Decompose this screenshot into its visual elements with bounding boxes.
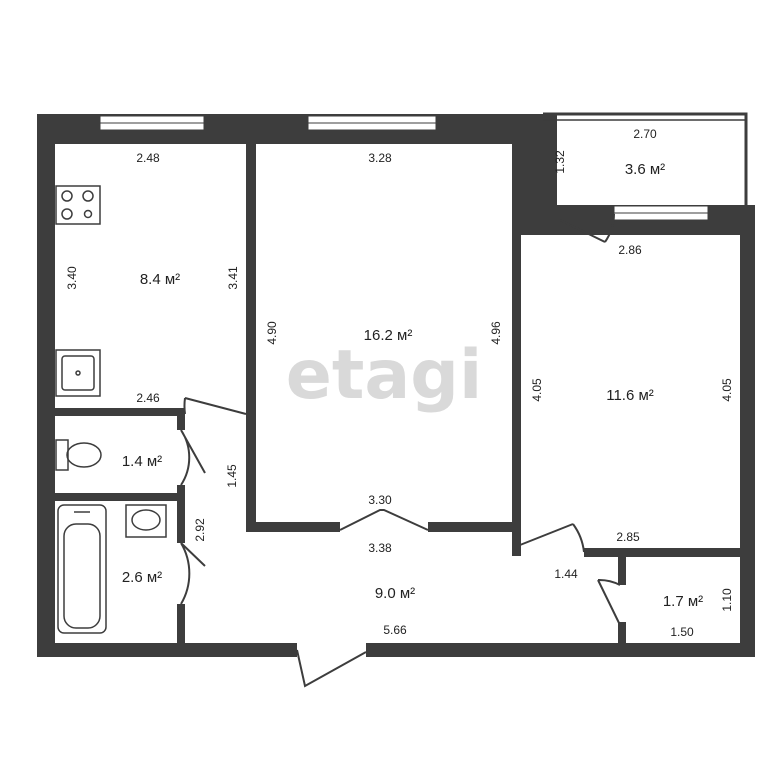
wall-living-left (246, 414, 256, 531)
closet-dim-bottom: 1.50 (670, 625, 694, 639)
kitchen-dim-bottom: 2.46 (136, 391, 160, 405)
fixtures (55, 185, 167, 634)
closet-dim-side: 1.10 (720, 588, 734, 612)
toilet-area: 1.4 м² (122, 453, 162, 470)
washbasin-icon (125, 504, 167, 538)
balcony-dim-side: 1.32 (553, 150, 567, 174)
wall-closet-left (618, 557, 626, 585)
living-area: 16.2 м² (364, 327, 413, 344)
living-dim-top: 3.28 (368, 151, 392, 165)
outer-wall-left (37, 114, 55, 657)
wall-living-bottom-right (428, 522, 520, 532)
bathtub-icon (57, 504, 107, 634)
wall-closet-left-2 (618, 622, 626, 646)
wall-bath-right (177, 604, 185, 650)
watermark: etagi (286, 336, 483, 415)
hallway-area: 9.0 м² (375, 585, 415, 602)
kitchen-dim-right: 3.41 (226, 266, 240, 290)
wall-toilet-bottom (55, 493, 185, 501)
balcony-door (559, 213, 615, 243)
bedroom-dim-bottom: 2.85 (616, 530, 640, 544)
closet-door (597, 578, 621, 626)
outer-wall-bottom-right (366, 643, 755, 657)
hallway-dim-bottom: 5.66 (383, 623, 407, 637)
bath-door (180, 542, 206, 605)
kitchen-door (183, 397, 247, 415)
living-dim-right: 4.96 (489, 321, 503, 345)
living-dim-left: 4.90 (265, 321, 279, 345)
hallway-dim-side: 1.45 (225, 464, 239, 488)
dimensions: 2.48 2.46 3.40 3.41 3.28 3.30 4.90 4.96 … (65, 127, 734, 639)
outer-wall-bottom-left (37, 643, 297, 657)
toilet-door (180, 429, 206, 486)
kitchen-dim-top: 2.48 (136, 151, 160, 165)
outer-wall-right (740, 205, 755, 657)
bedroom-dim-top: 2.86 (618, 243, 642, 257)
doors (180, 213, 621, 688)
balcony-area: 3.6 м² (625, 161, 665, 178)
bathroom-dim-side: 2.92 (193, 518, 207, 542)
wall-kitchen-bottom (55, 408, 185, 416)
windows (99, 115, 709, 221)
wall-column (515, 114, 557, 235)
balcony-dim-top: 2.70 (633, 127, 657, 141)
hallway-dim-top: 3.38 (368, 541, 392, 555)
living-dim-bottom: 3.30 (368, 493, 392, 507)
bedroom-door (519, 523, 585, 553)
sink-icon (55, 349, 101, 397)
kitchen-dim-left: 3.40 (65, 266, 79, 290)
living-door (339, 509, 429, 531)
wall-wc-right (177, 408, 185, 430)
entrance-door (296, 649, 367, 688)
wall-wc-right-2 (177, 485, 185, 543)
hallway-dim-right: 1.44 (554, 567, 578, 581)
wall-living-bedroom (512, 144, 521, 556)
closet-area: 1.7 м² (663, 593, 703, 610)
toilet-icon (55, 439, 102, 471)
wall-living-bottom-left (246, 522, 340, 532)
wall-kitchen-living (246, 144, 256, 414)
bedroom-dim-right: 4.05 (720, 378, 734, 402)
kitchen-area: 8.4 м² (140, 271, 180, 288)
balcony (541, 112, 748, 205)
bathroom-area: 2.6 м² (122, 569, 162, 586)
bedroom-dim-left: 4.05 (530, 378, 544, 402)
wall-bedroom-bottom (584, 548, 744, 557)
stove-icon (55, 185, 101, 225)
bedroom-area: 11.6 м² (606, 387, 654, 404)
